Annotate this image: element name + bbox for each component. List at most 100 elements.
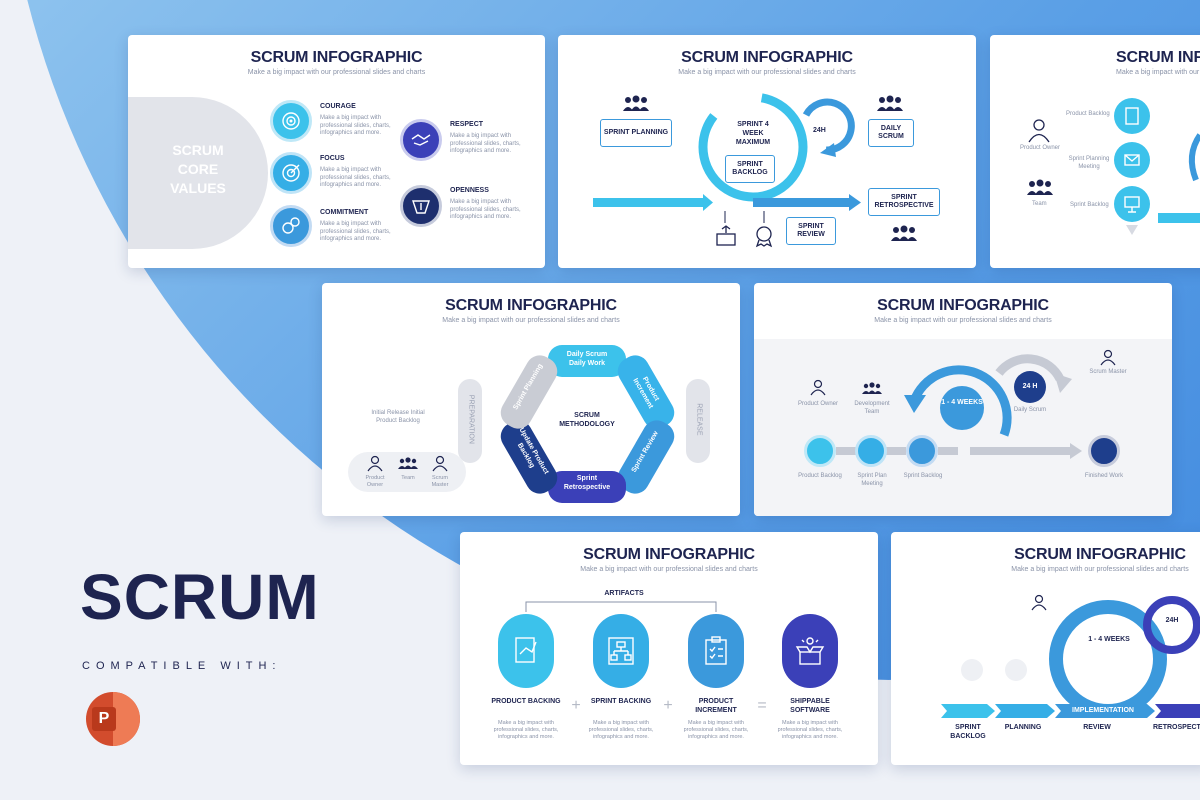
artifacts-label: ARTIFACTS [604, 590, 644, 597]
backlog-circle [1114, 98, 1150, 134]
courage-title: COURAGE [320, 103, 356, 110]
h24-ring [1143, 596, 1200, 654]
product-owner-label: Product Owner [365, 475, 385, 488]
product-backlog-circle [804, 435, 836, 467]
slide-timeline[interactable]: SCRUM INFOGRAPHIC Make a big impact with… [891, 532, 1200, 765]
team-icon [877, 95, 903, 111]
scrum-master-icon [432, 455, 448, 472]
timeline-bar [941, 704, 1200, 718]
product-owner-label: Product Owner [1020, 145, 1061, 151]
slide-roles[interactable]: SCRUM INFOGRAPHIC Make a big impact with… [990, 35, 1200, 268]
slide-title: SCRUM INFOGRAPHIC [1116, 49, 1200, 66]
product-owner-label: Product Owner [797, 401, 839, 407]
team-icon [862, 382, 882, 394]
scrum-master-label: Scrum Master [431, 475, 449, 488]
product-owner-icon [367, 455, 383, 472]
weeks-label: 1 - 4 WEEKS [1088, 636, 1130, 643]
h24-label: 24H [813, 127, 826, 134]
core-values-shape [128, 97, 268, 249]
shippable-software-title: SHIPPABLE SOFTWARE [790, 698, 830, 714]
slide-title: SCRUM INFOGRAPHIC [583, 546, 755, 563]
sprint-backlog-label: Sprint Backlog [1070, 202, 1109, 208]
sprint-backing-desc: Make a big impact with professional slid… [588, 720, 654, 740]
focus-desc: Make a big impact with professional slid… [320, 167, 391, 188]
courage-desc: Make a big impact with professional slid… [320, 115, 391, 136]
team-label: Team [401, 475, 415, 481]
weeks-label: 1 - 4 WEEKS [941, 399, 983, 406]
slide-subtitle: Make a big impact with our professional … [580, 566, 758, 573]
planning-label: PLANNING [1004, 724, 1042, 731]
document-icon [515, 637, 537, 663]
sprint-backlog-label: SPRINT BACKLOG [950, 724, 986, 740]
product-backlog-label: Product Backlog [798, 473, 842, 479]
product-owner-icon [1031, 594, 1047, 611]
meeting-circle [1114, 142, 1150, 178]
sprint-loop [593, 92, 861, 223]
target-icon [282, 112, 300, 130]
team-icon [1027, 179, 1053, 195]
sprint-backlog-box: SPRINT BACKLOG [725, 155, 775, 183]
box-icon [716, 225, 736, 246]
hero-title: SCRUM [80, 561, 320, 633]
slide-title: SCRUM INFOGRAPHIC [250, 49, 423, 66]
scrum-master-label: Scrum Master [1089, 369, 1127, 375]
release-label: RELEASE [695, 403, 703, 436]
product-owner-icon [1028, 119, 1050, 143]
daily-scrum-box: DAILY SCRUM [868, 119, 914, 147]
slide-subtitle: Make a big impact with our professional … [247, 69, 426, 76]
slide-subtitle: Make a big impact with our professional … [1116, 69, 1200, 76]
slide-sprint-cycle[interactable]: SCRUM INFOGRAPHIC Make a big impact with… [558, 35, 976, 268]
openness-title: OPENNESS [450, 187, 489, 194]
daily-scrum-label: Daily Scrum Daily Work [566, 351, 608, 367]
sprint-retro-label: Sprint Retrospective [563, 475, 611, 491]
box-icon [795, 637, 825, 665]
flow-arrow [1126, 133, 1200, 235]
team-icon [891, 225, 917, 241]
slide-title: SCRUM INFOGRAPHIC [445, 297, 617, 314]
slide-methodology[interactable]: SCRUM INFOGRAPHIC Make a big impact with… [322, 283, 740, 516]
daily-scrum-segment [548, 345, 626, 377]
award-icon [755, 226, 773, 248]
focus-title: FOCUS [320, 155, 345, 162]
commitment-circle [270, 205, 312, 247]
respect-desc: Make a big impact with professional slid… [450, 133, 521, 154]
implementation-label: IMPLEMENTATION [1072, 707, 1134, 714]
respect-title: RESPECT [450, 121, 484, 128]
plus-sign: + [571, 697, 581, 714]
sprint-backlog-circle [906, 435, 938, 467]
slide-core-values[interactable]: SCRUM INFOGRAPHIC Make a big impact with… [128, 35, 545, 268]
initial-release-label: Initial Release Initial Product Backlog [371, 410, 425, 424]
team-icon [398, 457, 418, 469]
sprint-review-box: SPRINT REVIEW [786, 217, 836, 245]
slide-sprint-flow[interactable]: SCRUM INFOGRAPHIC Make a big impact with… [754, 283, 1172, 516]
product-backing-title: PRODUCT BACKING [491, 698, 561, 705]
sprint-backing-title: SPRINT BACKING [590, 698, 652, 705]
sprint-backlog-circle [1114, 186, 1150, 222]
sprint-loop [836, 354, 1082, 459]
product-backlog-label: Product Backlog [1066, 111, 1110, 117]
slide-artifacts[interactable]: SCRUM INFOGRAPHIC Make a big impact with… [460, 532, 878, 765]
owner-circle [961, 659, 983, 681]
team-label: Team [1032, 201, 1047, 207]
presentation-icon [1124, 196, 1140, 213]
sprint-planning-box: SPRINT PLANNING [600, 119, 672, 147]
shippable-software-desc: Make a big impact with professional slid… [777, 720, 843, 740]
slide-title: SCRUM INFOGRAPHIC [681, 49, 853, 66]
courage-circle [270, 100, 312, 142]
product-increment-pill [688, 614, 744, 688]
handshake-icon [411, 134, 431, 146]
plus-sign: + [663, 697, 673, 714]
slide-subtitle: Make a big impact with our professional … [874, 317, 1052, 324]
slide-title: SCRUM INFOGRAPHIC [1014, 546, 1186, 563]
slide-subtitle: Make a big impact with our professional … [1011, 566, 1189, 573]
commitment-title: COMMITMENT [320, 209, 369, 216]
focus-icon [282, 164, 300, 182]
daily-scrum-label: Daily Scrum [1013, 407, 1047, 413]
core-values-label: SCRUM CORE VALUES [170, 142, 226, 196]
product-increment-title: PRODUCT INCREMENT [695, 698, 737, 714]
document-icon [1125, 107, 1139, 125]
dev-team-label: Development Team [854, 401, 890, 415]
methodology-center: SCRUM METHODOLOGY [559, 412, 615, 428]
slide-subtitle: Make a big impact with our professional … [678, 69, 856, 76]
sprint-plan-label: Sprint Plan Meeting [857, 473, 887, 487]
